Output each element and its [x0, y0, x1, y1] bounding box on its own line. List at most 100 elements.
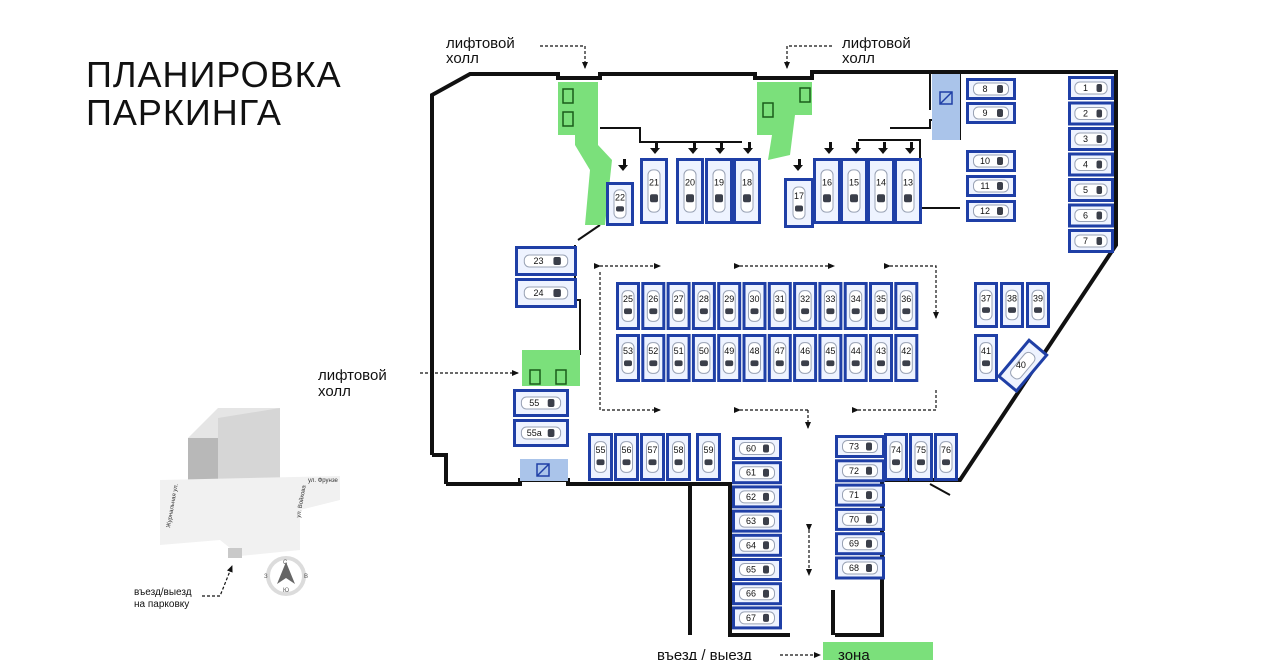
parking-spot-30[interactable]: 30: [742, 282, 767, 330]
parking-spot-70[interactable]: 70: [835, 507, 885, 531]
parking-spot-59[interactable]: 59: [696, 433, 721, 481]
parking-spot-55[interactable]: 55: [588, 433, 613, 481]
parking-spot-9[interactable]: 9: [966, 102, 1016, 124]
parking-spot-56[interactable]: 56: [614, 433, 639, 481]
parking-spot-number: 31: [775, 294, 785, 304]
parking-spot-21[interactable]: 21: [640, 158, 668, 224]
parking-spot-number: 64: [746, 540, 756, 550]
parking-spot-65[interactable]: 65: [732, 558, 782, 581]
parking-spot-63[interactable]: 63: [732, 509, 782, 533]
parking-spot-26[interactable]: 26: [641, 282, 666, 330]
parking-spot-27[interactable]: 27: [666, 282, 691, 330]
parking-spot-18[interactable]: 18: [733, 158, 761, 224]
parking-spot-1[interactable]: 1: [1068, 76, 1114, 100]
title-line-2: ПАРКИНГА: [86, 92, 282, 133]
parking-spot-34[interactable]: 34: [843, 282, 868, 330]
elevator-icons: [529, 87, 811, 385]
parking-spot-13[interactable]: 13: [894, 158, 922, 224]
parking-spot-52[interactable]: 52: [641, 334, 666, 382]
parking-spot-number: 37: [981, 293, 991, 303]
parking-spot-55[interactable]: 55: [513, 389, 569, 417]
parking-spot-24[interactable]: 24: [515, 278, 577, 308]
parking-spot-12[interactable]: 12: [966, 200, 1016, 222]
parking-spot-number: 8: [982, 84, 987, 94]
parking-spot-number: 66: [746, 589, 756, 599]
parking-spot-29[interactable]: 29: [717, 282, 742, 330]
parking-spot-number: 65: [746, 565, 756, 575]
parking-spot-number: 22: [615, 192, 625, 202]
parking-spot-43[interactable]: 43: [869, 334, 893, 382]
parking-spot-58[interactable]: 58: [666, 433, 691, 481]
parking-spot-28[interactable]: 28: [691, 282, 716, 330]
parking-spot-2[interactable]: 2: [1068, 101, 1114, 126]
parking-spot-17[interactable]: 17: [784, 178, 814, 228]
parking-spot-3[interactable]: 3: [1068, 127, 1114, 151]
parking-spot-number: 63: [746, 516, 756, 526]
parking-spot-45[interactable]: 45: [818, 334, 843, 382]
parking-spot-33[interactable]: 33: [818, 282, 843, 330]
parking-spot-41[interactable]: 41: [974, 334, 998, 382]
parking-spot-67[interactable]: 67: [732, 606, 782, 630]
compass-w: З: [264, 574, 268, 580]
parking-spot-74[interactable]: 74: [884, 433, 908, 481]
parking-spot-46[interactable]: 46: [793, 334, 818, 382]
parking-spot-number: 71: [849, 490, 859, 500]
parking-spot-49[interactable]: 49: [717, 334, 742, 382]
parking-spot-75[interactable]: 75: [909, 433, 933, 481]
parking-spot-number: 56: [621, 445, 631, 455]
parking-spot-31[interactable]: 31: [767, 282, 792, 330]
parking-spot-number: 39: [1033, 293, 1043, 303]
parking-spot-66[interactable]: 66: [732, 582, 782, 606]
parking-spot-23[interactable]: 23: [515, 246, 577, 276]
parking-spot-7[interactable]: 7: [1068, 229, 1114, 253]
parking-spot-6[interactable]: 6: [1068, 203, 1114, 228]
parking-spot-55a[interactable]: 55a: [513, 419, 569, 447]
parking-spot-number: 16: [822, 178, 832, 188]
parking-spot-57[interactable]: 57: [640, 433, 665, 481]
parking-spot-number: 3: [1083, 134, 1088, 144]
parking-spot-72[interactable]: 72: [835, 459, 885, 483]
parking-spot-5[interactable]: 5: [1068, 178, 1114, 202]
parking-spot-32[interactable]: 32: [793, 282, 818, 330]
parking-spot-number: 38: [1007, 293, 1017, 303]
parking-spot-37[interactable]: 37: [974, 282, 998, 328]
parking-spot-11[interactable]: 11: [966, 175, 1016, 197]
parking-spot-38[interactable]: 38: [1000, 282, 1024, 328]
parking-spot-71[interactable]: 71: [835, 483, 885, 507]
parking-spot-50[interactable]: 50: [691, 334, 716, 382]
parking-spot-16[interactable]: 16: [813, 158, 841, 224]
parking-spot-40[interactable]: 40: [996, 338, 1049, 394]
parking-spot-25[interactable]: 25: [616, 282, 640, 330]
parking-spot-73[interactable]: 73: [835, 435, 885, 458]
parking-spot-48[interactable]: 48: [742, 334, 767, 382]
parking-spot-51[interactable]: 51: [666, 334, 691, 382]
parking-spot-47[interactable]: 47: [767, 334, 792, 382]
parking-spot-15[interactable]: 15: [840, 158, 868, 224]
parking-spot-69[interactable]: 69: [835, 532, 885, 556]
parking-spot-10[interactable]: 10: [966, 150, 1016, 172]
parking-spot-number: 73: [849, 442, 859, 452]
parking-spot-19[interactable]: 19: [705, 158, 733, 224]
parking-spot-8[interactable]: 8: [966, 78, 1016, 100]
parking-spot-61[interactable]: 61: [732, 461, 782, 485]
parking-spot-64[interactable]: 64: [732, 533, 782, 557]
parking-spot-76[interactable]: 76: [934, 433, 958, 481]
parking-spot-44[interactable]: 44: [843, 334, 868, 382]
parking-spot-53[interactable]: 53: [616, 334, 640, 382]
parking-spot-20[interactable]: 20: [676, 158, 704, 224]
outer-wall-left-bottom: [432, 453, 448, 484]
parking-spot-68[interactable]: 68: [835, 556, 885, 580]
parking-spot-number: 4: [1083, 160, 1088, 170]
parking-spot-42[interactable]: 42: [894, 334, 919, 382]
parking-spot-35[interactable]: 35: [869, 282, 893, 330]
parking-spot-22[interactable]: 22: [606, 182, 634, 226]
parking-spot-62[interactable]: 62: [732, 485, 782, 509]
parking-spot-4[interactable]: 4: [1068, 152, 1114, 177]
compass-n: С: [283, 560, 288, 566]
parking-spot-36[interactable]: 36: [894, 282, 919, 330]
parking-spot-39[interactable]: 39: [1026, 282, 1050, 328]
parking-spot-number: 17: [794, 191, 804, 201]
parking-spot-14[interactable]: 14: [867, 158, 895, 224]
parking-spot-60[interactable]: 60: [732, 437, 782, 460]
lift-hall-top-right-label-2: холл: [842, 50, 875, 67]
